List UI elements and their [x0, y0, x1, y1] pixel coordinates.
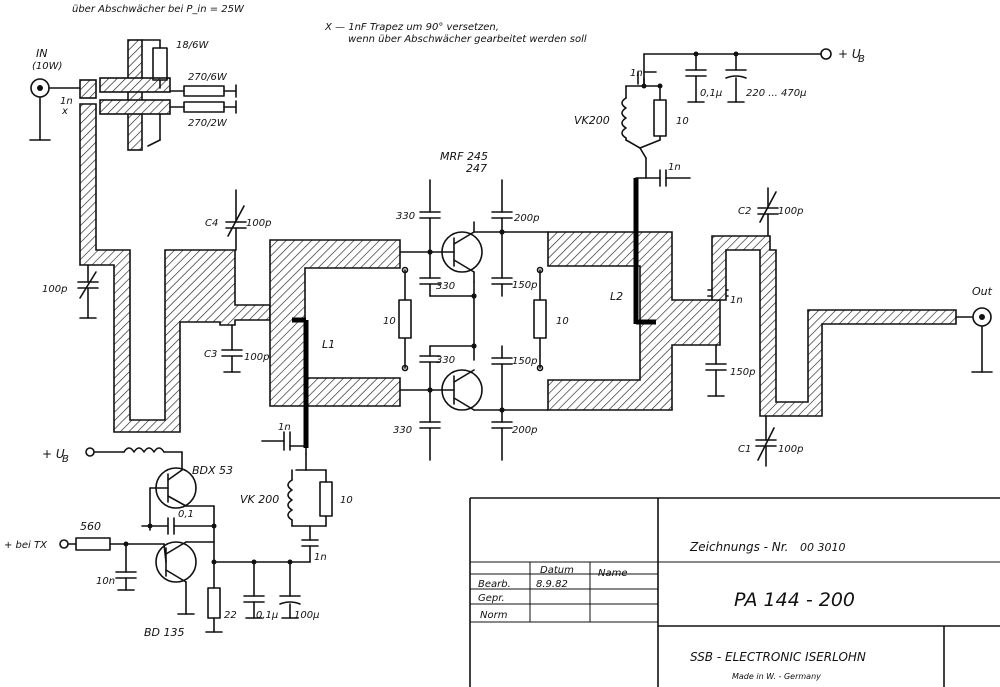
bias-circuit: [59, 447, 311, 633]
c1-value: 100p: [778, 444, 803, 455]
vk200-bottom-label: VK 200: [240, 493, 279, 506]
c4-label: C4: [205, 218, 218, 229]
res-10-vk-top-label: 10: [676, 116, 689, 127]
transistor-lower: [429, 369, 483, 411]
attenuator-block: [99, 39, 237, 151]
att-resistor-top-label: 18/6W: [176, 40, 209, 51]
vk200-top-label: VK200: [574, 114, 610, 127]
drain-feed: [621, 53, 691, 187]
row-bearb-label: Bearb.: [478, 579, 511, 590]
bias-cap-label: 1n: [314, 552, 327, 563]
cap-01u-label: 0,1µ: [256, 610, 278, 621]
res-10-right-label: 10: [556, 316, 569, 327]
input-cap-label: 1n: [60, 96, 73, 107]
input-power-label: (10W): [32, 61, 62, 72]
trapez-note-line1: X — 1nF Trapez um 90° versetzen,: [324, 22, 499, 33]
cap-330-1-label: 330: [396, 211, 415, 222]
att-resistor-bot-label: 270/2W: [188, 118, 228, 129]
c1-label: C1: [738, 444, 751, 455]
col-date-label: Datum: [540, 565, 574, 576]
l2-pad: [547, 231, 721, 411]
cap-330-2-label: 330: [436, 281, 455, 292]
l1-pad: [269, 239, 401, 407]
transistor-type-2: 247: [466, 162, 487, 175]
company-name: SSB - ELECTRONIC ISERLOHN: [690, 650, 866, 664]
capacitor-c3: [221, 324, 243, 373]
row-bearb-date: 8.9.82: [536, 579, 568, 590]
input-stripline: [79, 103, 271, 433]
trimmer-c2: [757, 187, 779, 237]
attenuator-note: über Abschwächer bei P_in = 25W: [72, 4, 245, 15]
input-cap-mark: x: [61, 106, 68, 117]
driver-transistor-label: BD 135: [144, 626, 185, 639]
cap-01-label: 0,1: [178, 509, 194, 520]
res-10-left-label: 10: [383, 316, 396, 327]
supply-line: [643, 48, 832, 103]
cap-1n-out-label: 1n: [730, 295, 743, 306]
input-cap-pad: [79, 79, 97, 99]
drawing-number-label: Zeichnungs - Nr.: [689, 540, 788, 554]
res-22-label: 22: [224, 610, 237, 621]
cap-200p-bot-label: 200p: [512, 425, 537, 436]
supply-left-sub-label: B: [62, 454, 69, 465]
c4-value: 100p: [246, 218, 271, 229]
input-connector: [29, 78, 51, 141]
l1-label: L1: [322, 338, 335, 351]
transistor-type-1: MRF 245: [440, 150, 488, 163]
bias-transistor-label: BDX 53: [192, 464, 233, 477]
trimmer-c1: [755, 415, 777, 467]
supply-label: + U: [838, 47, 861, 61]
trimmer-left-label: 100p: [42, 284, 67, 295]
c3-value: 100p: [244, 352, 269, 363]
row-norm-label: Norm: [480, 610, 508, 621]
junction-dots: [401, 229, 544, 413]
supply-sub-label: B: [858, 54, 865, 65]
supply-cap-2-label: 220 ... 470µ: [746, 88, 806, 99]
trimmer-left: [77, 264, 99, 319]
cap-330-4-label: 330: [393, 425, 412, 436]
gate-feed: [261, 431, 333, 563]
input-label: IN: [36, 47, 47, 60]
title-block: [469, 497, 1000, 687]
cap-10n-label: 10n: [96, 576, 115, 587]
c2-value: 100p: [778, 206, 803, 217]
res-10-vk-bot-label: 10: [340, 495, 353, 506]
att-resistor-mid-label: 270/6W: [188, 72, 228, 83]
trimmer-c4: [225, 189, 247, 251]
res-560-label: 560: [80, 520, 101, 533]
output-stripline: [711, 235, 957, 417]
output-connector: [955, 307, 993, 373]
c3-label: C3: [204, 349, 217, 360]
cap-330-3-label: 330: [436, 355, 455, 366]
drawing-title: PA 144 - 200: [734, 589, 855, 611]
output-label: Out: [972, 285, 993, 298]
l2-label: L2: [610, 290, 623, 303]
cap-150p-out-label: 150p: [730, 367, 755, 378]
made-in-label: Made in W. - Germany: [732, 672, 821, 681]
transistor-upper: [429, 221, 483, 283]
row-gepr-label: Gepr.: [478, 593, 505, 604]
supply-left-label: + U: [42, 447, 65, 461]
c2-label: C2: [738, 206, 751, 217]
cap-150p-1-label: 150p: [512, 280, 537, 291]
cap-100u-label: 100µ: [294, 610, 319, 621]
cap-150p-2-label: 150p: [512, 356, 537, 367]
cap-200p-top-label: 200p: [514, 213, 539, 224]
col-name-label: Name: [598, 568, 628, 579]
cap-1n-vk-top-label: 1n: [630, 68, 643, 79]
tx-label: + bei TX: [4, 540, 48, 551]
supply-cap-1-label: 0,1µ: [700, 88, 722, 99]
cap-1n-drain-label: 1n: [668, 162, 681, 173]
drawing-number: 00 3010: [800, 541, 846, 554]
gate-cap-label: 1n: [278, 422, 291, 433]
trapez-note-line2: wenn über Abschwächer gearbeitet werden …: [348, 34, 587, 45]
